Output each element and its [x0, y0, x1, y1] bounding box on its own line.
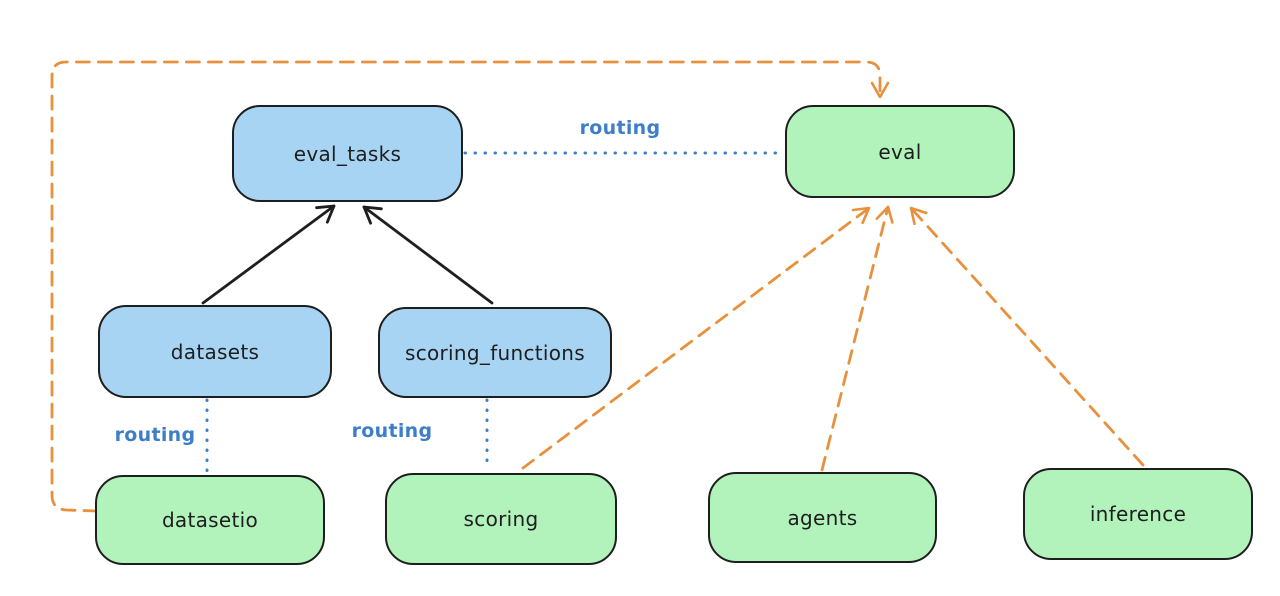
node-scoring: scoring	[385, 473, 617, 565]
node-eval-tasks: eval_tasks	[232, 105, 463, 202]
edge-datasetio-to-eval	[50, 60, 890, 513]
node-datasetio-label: datasetio	[161, 508, 259, 532]
edge-datasets-to-eval-tasks	[201, 204, 336, 305]
edge-scoring-functions-to-eval-tasks	[362, 205, 494, 305]
edge-inference-to-eval	[909, 206, 1145, 467]
node-agents-label: agents	[787, 505, 858, 530]
node-eval-label: eval	[878, 139, 922, 164]
node-scoring-label: scoring	[463, 507, 539, 531]
node-scoring-functions: scoring_functions	[378, 307, 612, 398]
edge-label-routing-datasets-datasetio: routing	[114, 424, 196, 446]
node-datasetio: datasetio	[95, 475, 325, 565]
edge-label-routing-scoring-functions-scoring: routing	[351, 420, 433, 442]
edge-agents-to-eval	[820, 205, 894, 472]
node-datasets-label: datasets	[170, 339, 260, 364]
node-agents: agents	[708, 472, 937, 563]
node-eval: eval	[785, 105, 1015, 198]
node-inference-label: inference	[1089, 502, 1187, 526]
node-inference: inference	[1023, 468, 1253, 560]
node-scoring-functions-label: scoring_functions	[404, 340, 586, 365]
node-eval-tasks-label: eval_tasks	[293, 141, 402, 166]
edge-label-routing-eval-tasks-eval: routing	[579, 117, 661, 139]
node-datasets: datasets	[98, 305, 332, 398]
edge-scoring-to-eval	[521, 206, 871, 470]
